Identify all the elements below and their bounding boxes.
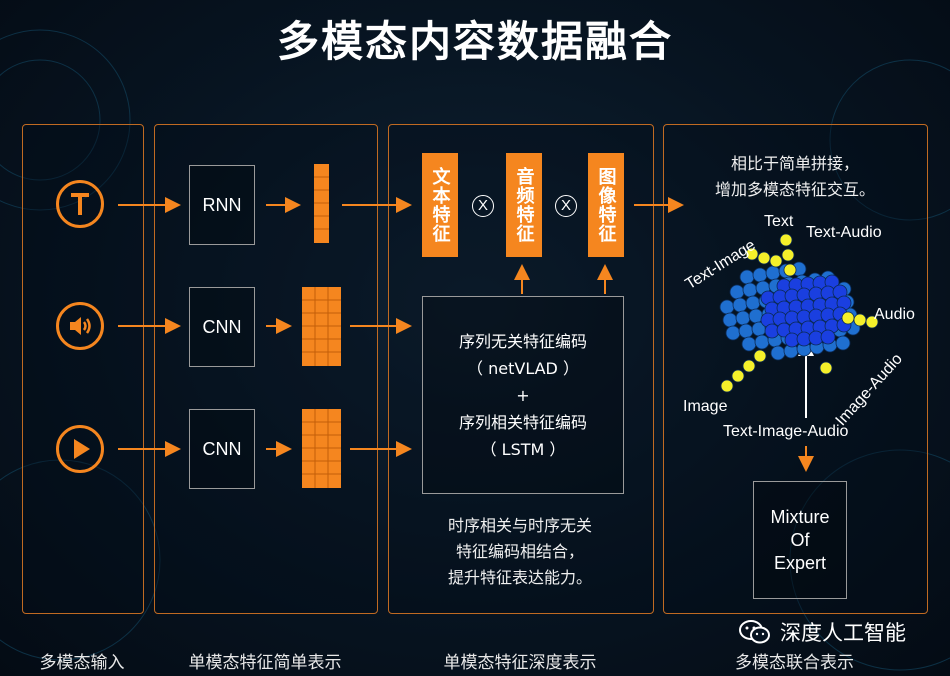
moe-line: Expert [774,552,826,575]
sphere [720,300,734,314]
sphere [836,336,850,350]
sphere [743,283,757,297]
label-text-audio: Text-Audio [806,224,882,242]
sphere [730,285,744,299]
axis-sphere [782,249,794,261]
sphere [771,346,785,360]
sphere [742,337,756,351]
watermark: 深度人工智能 [738,617,906,647]
sphere [736,311,750,325]
label-image: Image [683,398,727,416]
axis-sphere [758,252,770,264]
axis-sphere [784,264,796,276]
sphere [726,326,740,340]
sphere [755,335,769,349]
axis-sphere [780,234,792,246]
mixture-of-expert-box: Mixture Of Expert [753,481,847,599]
wechat-icon [738,619,772,645]
sphere [753,268,767,282]
axis-sphere [770,255,782,267]
label-text-image-audio: Text-Image-Audio [723,423,848,441]
sphere [740,270,754,284]
axis-sphere [820,362,832,374]
axis-sphere [732,370,744,382]
axis-sphere [842,312,854,324]
axis-sphere [721,380,733,392]
sphere-core [821,330,835,344]
sphere [766,266,780,280]
axis-sphere [754,350,766,362]
watermark-text: 深度人工智能 [780,617,906,647]
label-text: Text [764,213,793,231]
axis-sphere [743,360,755,372]
sphere [746,296,760,310]
label-audio: Audio [874,306,915,324]
sphere [723,313,737,327]
sphere [733,298,747,312]
sphere [739,324,753,338]
moe-line: Of [790,529,809,552]
axis-sphere [854,314,866,326]
moe-line: Mixture [770,506,829,529]
